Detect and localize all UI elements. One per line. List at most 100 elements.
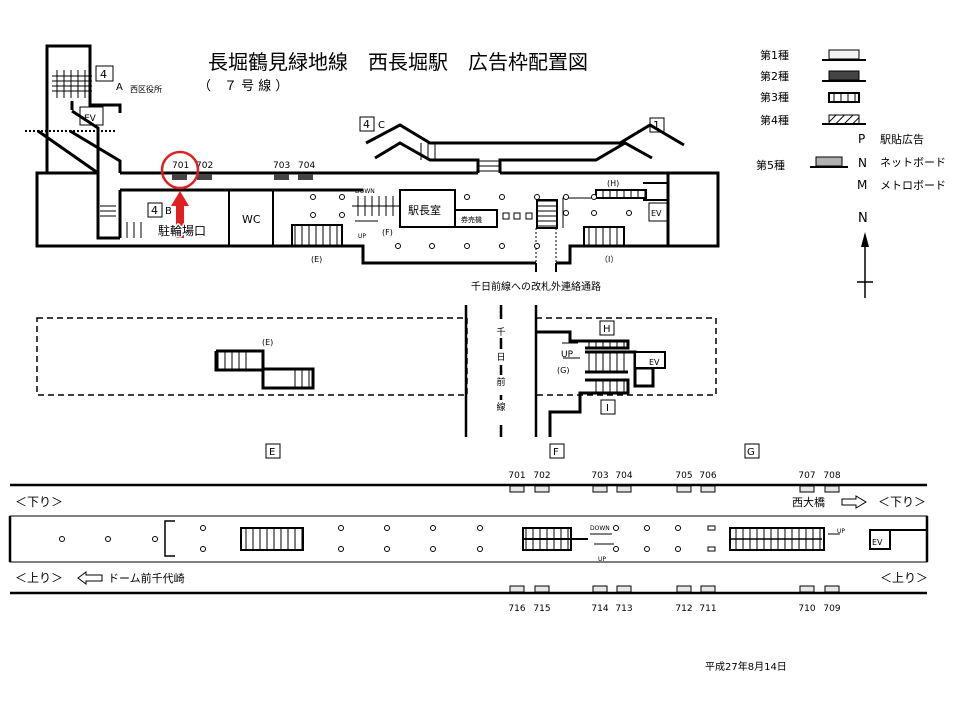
legend-type1-swatch	[828, 49, 860, 60]
ad-label-714: 714	[591, 604, 608, 614]
ad-label-713: 713	[615, 604, 632, 614]
ad-label-716: 716	[508, 604, 525, 614]
ad-label-702: 702	[533, 471, 550, 481]
legend-code-m-label: メトロボード	[880, 179, 946, 192]
ad-slot-708[interactable]	[824, 485, 840, 493]
exit-a-place: 西区役所	[130, 84, 162, 94]
ticket-machines	[454, 209, 498, 228]
ad-label-701: 701	[172, 161, 189, 171]
svg-text:券売機: 券売機	[461, 215, 482, 224]
ad-slot-702[interactable]	[197, 174, 212, 180]
svg-text:(E): (E)	[311, 255, 322, 264]
ad-slot-704[interactable]	[298, 174, 313, 180]
ad-slot-714[interactable]	[592, 585, 608, 593]
exit-1-number-box	[649, 117, 665, 133]
legend-type2-label: 第2種	[760, 69, 789, 83]
sennichimae-line-label: 千	[496, 327, 505, 338]
ad-slot-701[interactable]	[509, 485, 525, 493]
ad-label-709: 709	[823, 604, 840, 614]
svg-text:UP: UP	[561, 350, 574, 360]
legend-code-n: N	[858, 156, 867, 170]
ad-slot-703[interactable]	[274, 174, 289, 180]
svg-text:＜上り＞: ＜上り＞	[880, 571, 928, 585]
ad-slot-711[interactable]	[700, 585, 716, 593]
legend-type1-label: 第1種	[760, 48, 789, 62]
svg-text:EV: EV	[872, 538, 883, 547]
ad-slot-702[interactable]	[534, 485, 550, 493]
ev-exit-a	[79, 106, 104, 126]
page-title: 長堀鶴見緑地線 西長堀駅 広告枠配置図	[208, 50, 588, 74]
legend-code-p: P	[858, 132, 865, 146]
ad-slot-712[interactable]	[676, 585, 692, 593]
ad-slot-707[interactable]	[799, 485, 815, 493]
svg-text:E: E	[269, 447, 275, 458]
ev-concourse	[648, 202, 668, 222]
ad-slot-704[interactable]	[616, 485, 632, 493]
ad-label-704: 704	[298, 161, 315, 171]
exit-c-label: C	[378, 120, 385, 131]
toward-down-destination: 西大橋	[792, 495, 825, 509]
ev-platform	[869, 529, 891, 550]
svg-text:(G): (G)	[557, 366, 569, 375]
ad-label-705: 705	[675, 471, 692, 481]
svg-text:4: 4	[100, 68, 107, 81]
ad-slot-715[interactable]	[534, 585, 550, 593]
svg-text:(H): (H)	[607, 179, 619, 188]
legend-type5-swatch	[815, 156, 843, 167]
svg-text:4: 4	[363, 118, 370, 131]
highlight-circle	[160, 150, 200, 190]
svg-text:駅長室: 駅長室	[408, 203, 441, 217]
legend-type2-swatch	[828, 70, 860, 81]
date-label: 平成27年8月14日	[705, 660, 787, 673]
legend-type5-label: 第5種	[756, 158, 785, 172]
ad-slot-703[interactable]	[592, 485, 608, 493]
svg-text:F: F	[553, 447, 559, 458]
svg-text:DOWN: DOWN	[355, 188, 375, 195]
ad-slot-706[interactable]	[700, 485, 716, 493]
transfer-passage-label: 千日前線への改札外連絡通路	[471, 280, 601, 293]
svg-text:(E): (E)	[262, 338, 273, 347]
svg-text:DOWN: DOWN	[590, 525, 610, 532]
ad-label-710: 710	[798, 604, 815, 614]
arrow-right-icon	[841, 495, 867, 509]
exit-h-box	[599, 320, 615, 336]
toward-up-destination: ドーム前千代崎	[108, 571, 185, 585]
ad-label-708: 708	[823, 471, 840, 481]
wc-label: WC	[242, 213, 261, 226]
north-arrow-icon: N	[857, 211, 873, 298]
ad-label-715: 715	[533, 604, 550, 614]
exit-i-box	[600, 399, 616, 415]
ad-slot-709[interactable]	[824, 585, 840, 593]
ad-slot-701[interactable]	[172, 174, 187, 180]
svg-text:G: G	[747, 447, 755, 458]
legend-type3-swatch	[828, 92, 860, 103]
svg-text:前: 前	[496, 376, 505, 388]
section-g-box	[744, 443, 760, 459]
svg-text:EV: EV	[651, 209, 662, 218]
ad-label-712: 712	[675, 604, 692, 614]
section-f-box	[549, 443, 565, 459]
ad-label-701: 701	[508, 471, 525, 481]
legend: 第1種 第2種 第3種 第4種 P 駅貼広告 第5種 N ネットボード M メト…	[756, 48, 946, 192]
svg-text:UP: UP	[358, 233, 366, 240]
ad-label-704: 704	[615, 471, 632, 481]
ad-label-711: 711	[699, 604, 716, 614]
ad-label-702: 702	[196, 161, 213, 171]
page-subtitle: （ ７ 号 線 ）	[198, 78, 288, 94]
ad-slot-713[interactable]	[616, 585, 632, 593]
ad-label-706: 706	[699, 471, 716, 481]
ad-slot-710[interactable]	[799, 585, 815, 593]
exit-a-number-box	[95, 65, 114, 82]
svg-text:N: N	[858, 211, 868, 226]
exit-b-label: B	[165, 206, 172, 217]
legend-type3-label: 第3種	[760, 90, 789, 104]
svg-text:EV: EV	[84, 114, 97, 124]
station-office	[399, 189, 456, 228]
svg-text:（I）: （I）	[600, 255, 618, 264]
ad-slot-705[interactable]	[676, 485, 692, 493]
ad-slot-716[interactable]	[509, 585, 525, 593]
legend-code-n-label: ネットボード	[880, 156, 946, 169]
exit-b-number-box	[147, 202, 163, 218]
